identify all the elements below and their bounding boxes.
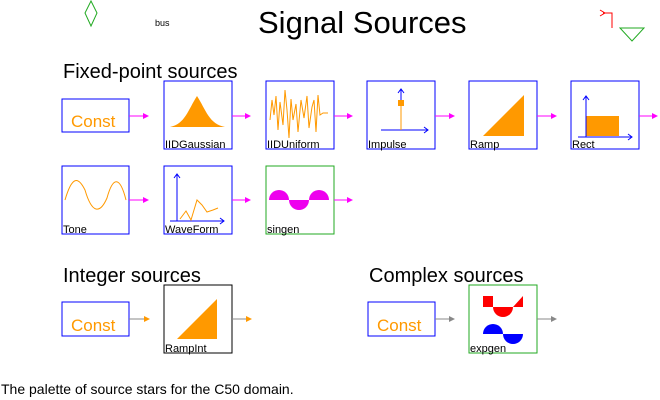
block-label: RampInt: [165, 343, 207, 355]
block-expgen[interactable]: expgen: [468, 284, 557, 355]
block-const-fixed[interactable]: Const: [61, 98, 149, 133]
block-rampint[interactable]: RampInt: [163, 284, 252, 355]
ground-icon[interactable]: [599, 9, 646, 42]
block-tone[interactable]: Tone: [61, 165, 149, 236]
block-label: Ramp: [470, 139, 499, 151]
block-label: Const: [71, 112, 116, 131]
block-const-complex[interactable]: Const: [367, 301, 455, 337]
block-label: singen: [267, 224, 299, 236]
block-label: IIDUniform: [267, 139, 320, 151]
page-title: Signal Sources: [258, 5, 467, 40]
block-rect[interactable]: Rect: [570, 80, 658, 151]
block-singen[interactable]: singen: [265, 165, 353, 236]
bus-label: bus: [155, 18, 170, 28]
block-label: Tone: [63, 224, 87, 236]
block-label: Impulse: [368, 139, 407, 151]
block-waveform[interactable]: WaveForm: [163, 165, 251, 236]
section-complex-heading: Complex sources: [369, 265, 524, 287]
block-ramp[interactable]: Ramp: [468, 80, 557, 151]
block-label: WaveForm: [165, 224, 218, 236]
block-impulse[interactable]: Impulse: [366, 80, 455, 151]
block-label: Const: [71, 316, 116, 335]
block-label: Rect: [572, 139, 595, 151]
caption: The palette of source stars for the C50 …: [1, 381, 294, 397]
block-label: Const: [377, 316, 422, 335]
bus-diamond-icon[interactable]: [84, 0, 98, 28]
block-const-int[interactable]: Const: [61, 301, 150, 337]
section-fixed-heading: Fixed-point sources: [63, 61, 238, 83]
section-integer-heading: Integer sources: [63, 265, 201, 287]
block-label: expgen: [470, 343, 506, 355]
block-label: IIDGaussian: [165, 139, 226, 151]
block-iiduniform[interactable]: IIDUniform: [265, 80, 353, 151]
block-iidgaussian[interactable]: IIDGaussian: [163, 80, 251, 151]
